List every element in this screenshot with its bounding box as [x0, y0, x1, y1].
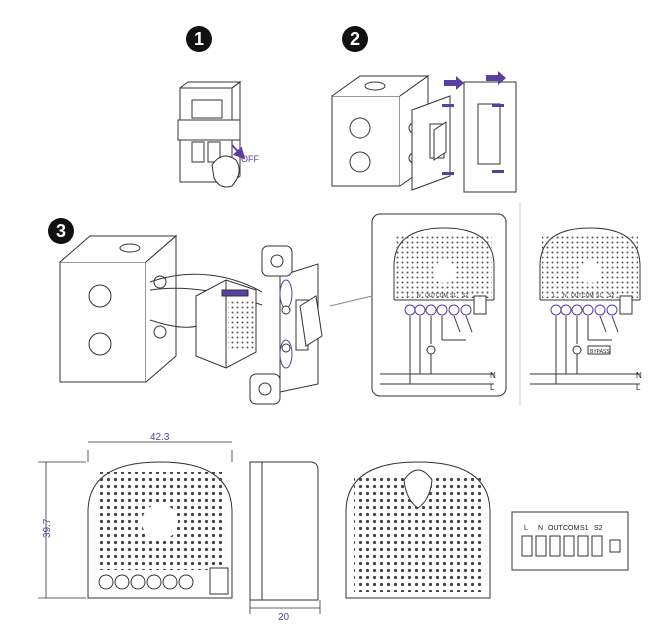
tb-label-s2: S2 — [594, 525, 603, 532]
tb-label-n: N — [538, 525, 543, 532]
circuit-breaker-illustration — [177, 81, 246, 188]
step-2-badge: 2 — [342, 26, 368, 52]
wiring-diagram-a — [329, 213, 507, 397]
wa-term-com: COM — [436, 293, 448, 299]
wa-term-out: OUT — [425, 293, 436, 299]
terminals-a — [404, 304, 472, 316]
wb-term-com: COM — [582, 293, 594, 299]
module-front-view — [87, 461, 233, 599]
off-label: OFF — [241, 154, 259, 164]
screws-step2 — [442, 104, 504, 175]
switch-step2 — [411, 95, 451, 191]
terminals-b — [550, 304, 618, 316]
module-back-view — [345, 461, 491, 599]
switch-step3 — [279, 263, 323, 393]
tb-label-s1: S1 — [580, 525, 589, 532]
module-step3 — [195, 279, 257, 369]
tb-label-com: COM — [563, 525, 580, 532]
wa-term-s1: S1 — [450, 293, 457, 299]
wb-term-s2: S2 — [608, 293, 615, 299]
wb-term-s1: S1 — [596, 293, 603, 299]
tb-label-l: L — [524, 525, 528, 532]
screw-callouts — [249, 245, 293, 405]
tb-label-out: OUT — [548, 525, 564, 532]
cover-plate-step2 — [463, 81, 517, 193]
dimension-lines — [38, 441, 321, 614]
bypass-label: BYPASS — [590, 349, 610, 355]
remove-arrows — [444, 71, 506, 90]
wiring-b-n-label: N — [636, 371, 642, 380]
wiring-b-l-label: L — [636, 383, 641, 392]
width-dimension: 42.3 — [150, 432, 170, 443]
junction-box-step2 — [331, 75, 430, 187]
module-side-view — [249, 461, 319, 601]
height-dimension: 39.7 — [42, 518, 53, 538]
wb-term-n: N — [563, 293, 567, 299]
wa-term-n: N — [417, 293, 421, 299]
wa-term-s2: S2 — [462, 293, 469, 299]
step-1-badge: 1 — [186, 26, 212, 52]
wiring-a-n-label: N — [490, 371, 496, 380]
wiring-a-l-label: L — [490, 383, 495, 392]
wiring-diagram-b — [530, 227, 641, 385]
step-3-badge: 3 — [48, 218, 74, 244]
wb-term-out: OUT — [571, 293, 582, 299]
front-terminals — [98, 574, 194, 590]
wa-term-l: L — [407, 293, 410, 299]
terminal-block — [511, 511, 629, 571]
junction-box-step3 — [59, 234, 178, 383]
depth-dimension: 20 — [278, 612, 290, 623]
wb-term-l: L — [553, 293, 556, 299]
